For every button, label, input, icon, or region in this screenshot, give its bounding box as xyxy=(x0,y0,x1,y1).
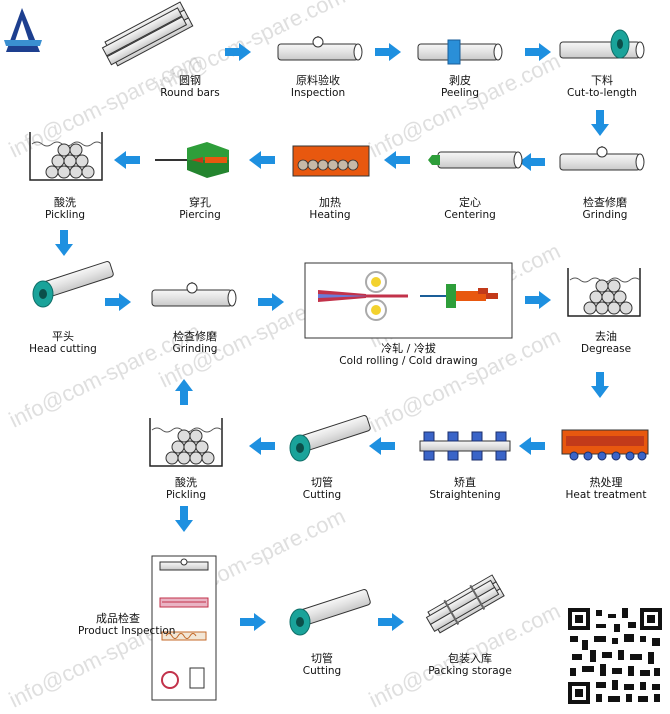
peeling-illustration xyxy=(417,39,503,65)
flow-arrow xyxy=(378,613,404,631)
flow-arrow xyxy=(175,379,193,405)
flow-arrow xyxy=(105,293,131,311)
flow-arrow xyxy=(240,613,266,631)
flow-arrow xyxy=(519,437,545,455)
qr-code xyxy=(566,606,664,706)
flow-arrow xyxy=(258,293,284,311)
product-inspection-panel xyxy=(151,555,217,701)
cutting-2-illustration xyxy=(289,588,372,636)
flow-arrow xyxy=(114,151,140,169)
flow-arrow xyxy=(225,43,251,61)
flow-arrow xyxy=(249,437,275,455)
flow-arrow xyxy=(591,110,609,136)
cutting-illustration xyxy=(289,414,372,462)
piercing-illustration xyxy=(155,142,229,178)
heating-illustration xyxy=(292,145,370,177)
pickling-tank-illustration xyxy=(29,131,103,181)
flow-arrow xyxy=(384,151,410,169)
flow-arrow xyxy=(375,43,401,61)
flow-arrow xyxy=(175,506,193,532)
grinding-2-illustration xyxy=(151,282,237,307)
degrease-tank-illustration xyxy=(567,267,641,317)
packing-bundle-illustration xyxy=(425,574,505,634)
pickling-2-tank-illustration xyxy=(149,417,223,467)
cold-rolling-drawing-panel xyxy=(304,262,513,339)
flow-arrow xyxy=(525,43,551,61)
straightening-illustration xyxy=(419,431,511,461)
company-logo xyxy=(4,8,42,52)
round-bars-illustration xyxy=(101,1,194,67)
flow-arrow xyxy=(55,230,73,256)
grinding-illustration xyxy=(559,146,645,171)
flow-arrow xyxy=(369,437,395,455)
flow-arrow xyxy=(519,153,545,171)
centering-illustration xyxy=(428,151,523,169)
inspection-illustration xyxy=(277,36,363,61)
flow-arrow xyxy=(525,291,551,309)
heat-treatment-illustration xyxy=(561,429,649,461)
cut-to-length-illustration xyxy=(559,29,645,59)
flow-arrow xyxy=(249,151,275,169)
flow-arrow xyxy=(591,372,609,398)
head-cutting-illustration xyxy=(32,260,115,308)
